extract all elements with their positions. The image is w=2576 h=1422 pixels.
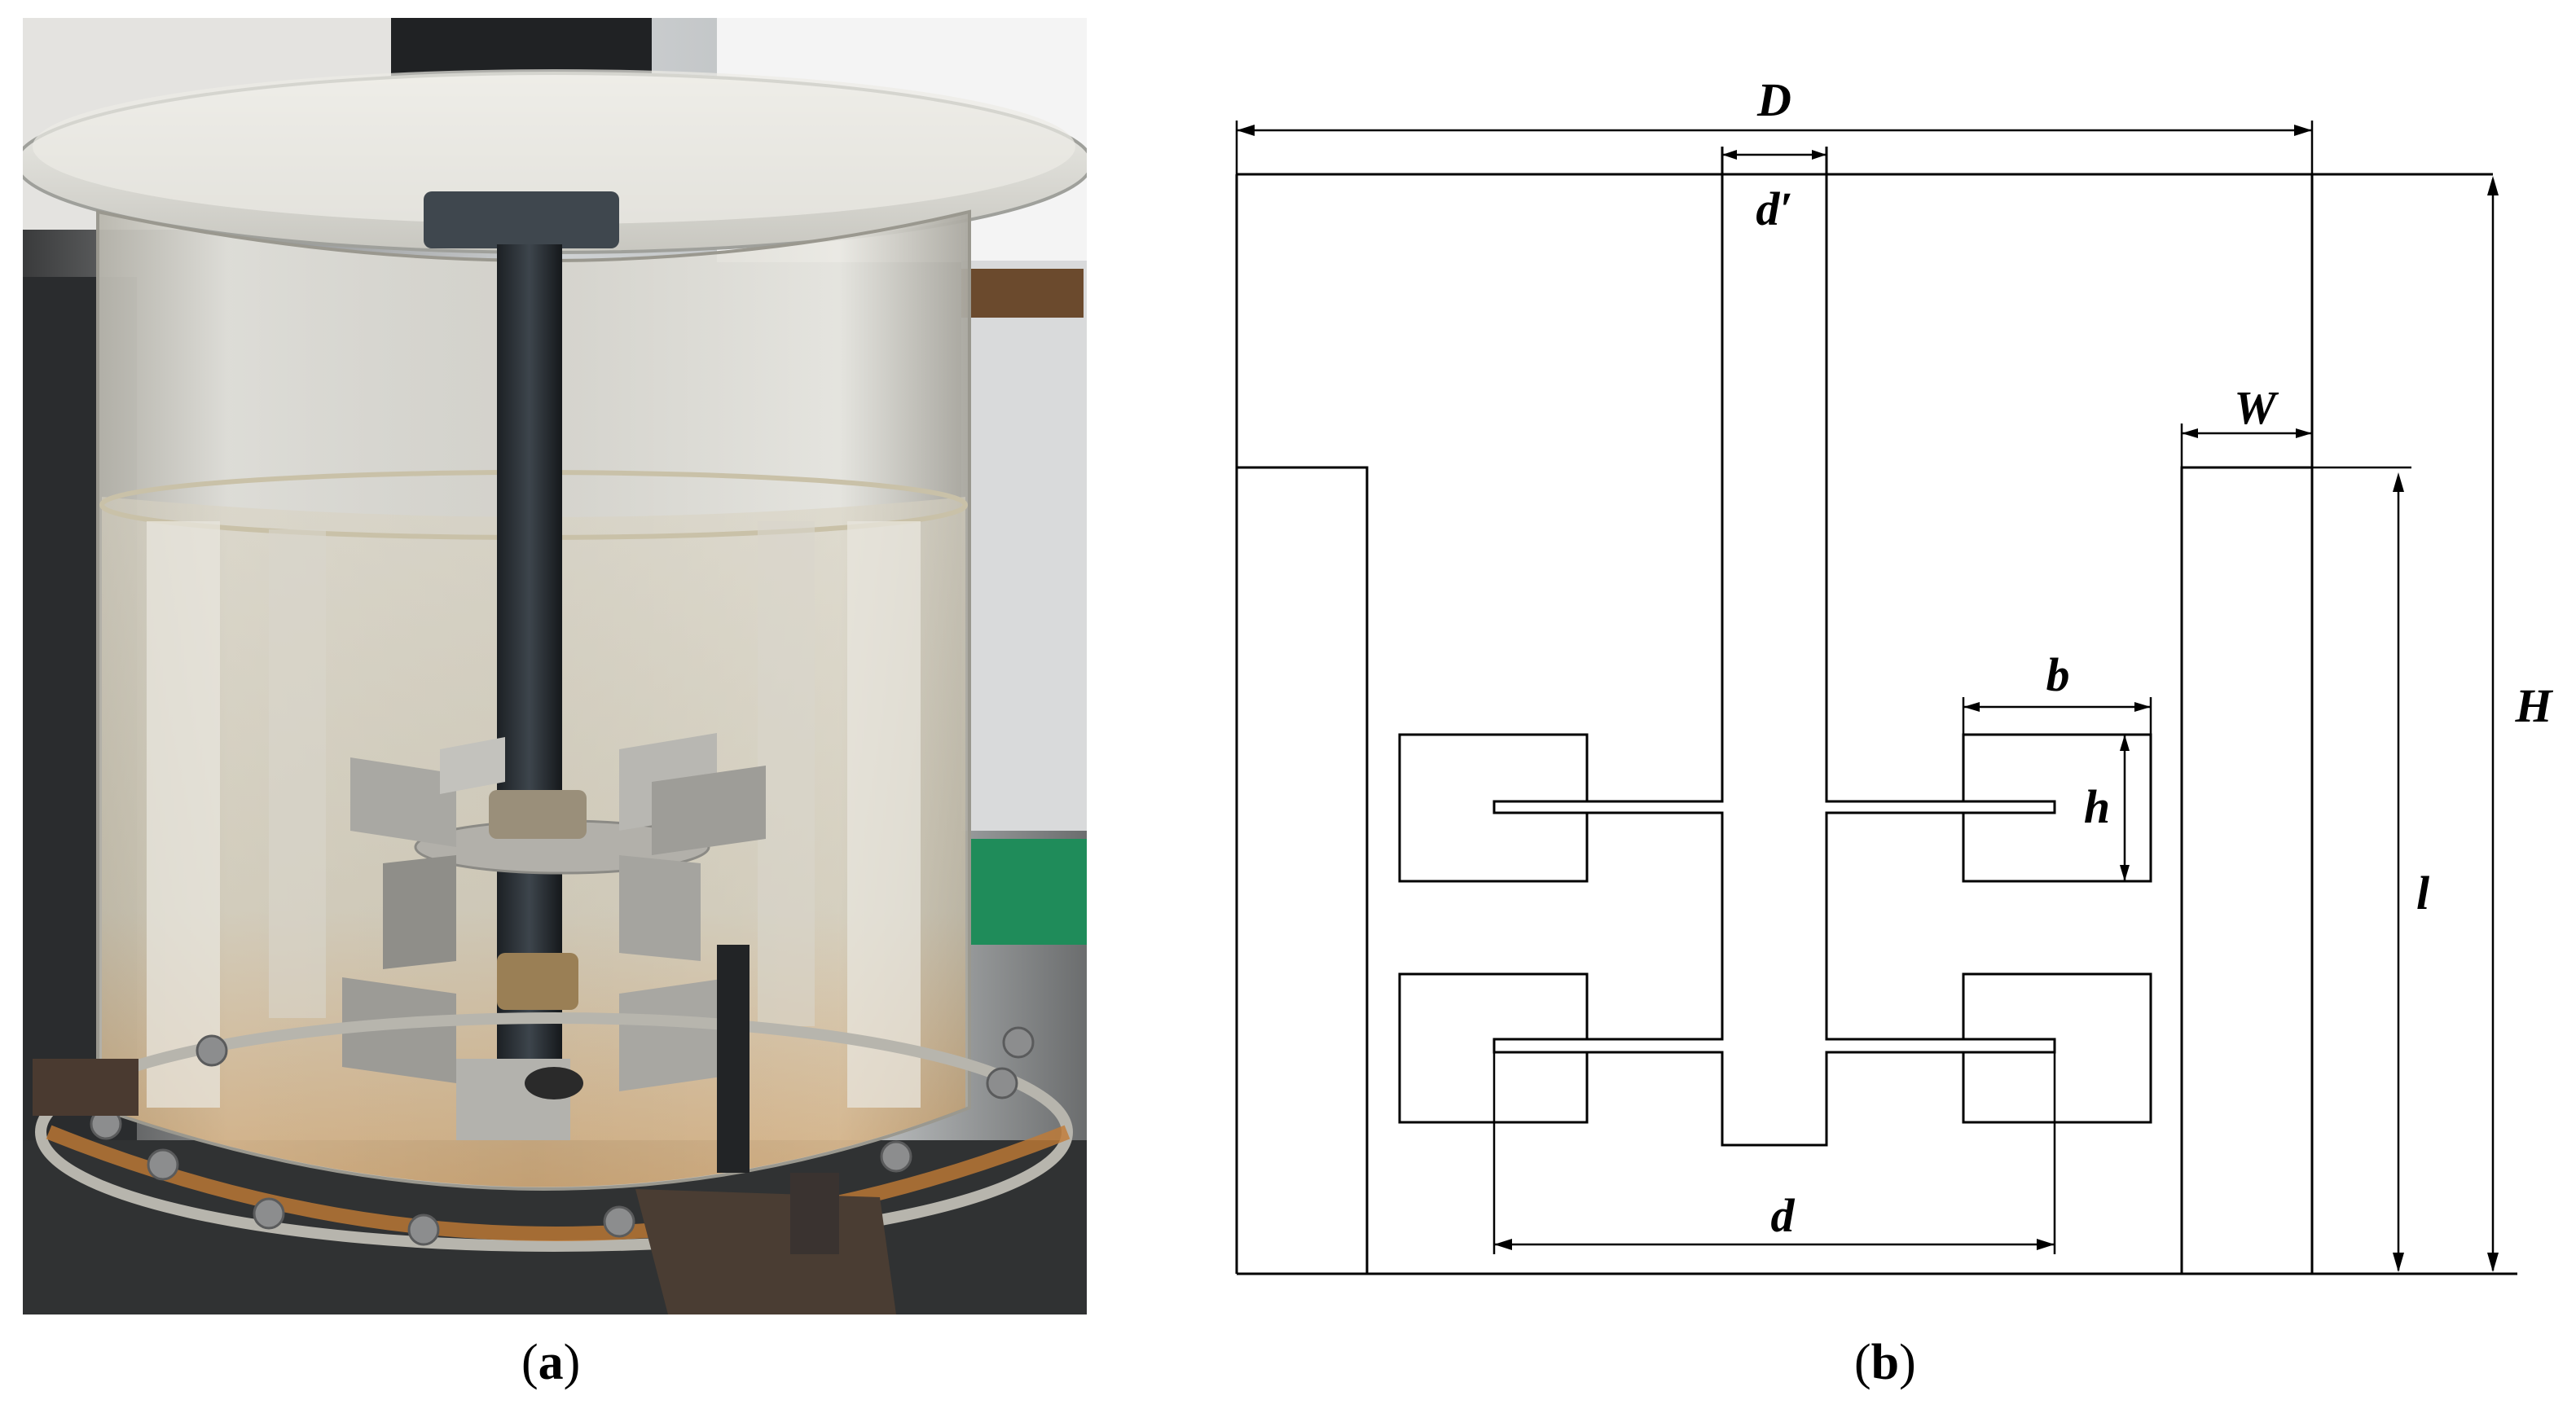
dimension-W xyxy=(2180,424,2314,467)
label-H: H xyxy=(2514,679,2553,732)
upper-right-blade xyxy=(1962,733,2152,883)
dimension-d-prime xyxy=(1722,150,1826,160)
lower-right-blade xyxy=(1962,972,2152,1124)
caption-a: (a) xyxy=(521,1335,581,1390)
dimension-D xyxy=(1235,121,2314,174)
impeller-shaft xyxy=(1492,147,2056,1147)
lower-left-blade xyxy=(1398,972,1589,1124)
dimension-d xyxy=(1492,1052,2056,1254)
label-h: h xyxy=(2084,780,2110,833)
dimension-h xyxy=(2120,735,2130,881)
left-baffle xyxy=(1237,466,1369,1274)
dimension-b xyxy=(1962,697,2152,735)
upper-left-blade xyxy=(1398,733,1589,883)
caption-b-letter: b xyxy=(1870,1335,1900,1390)
label-W: W xyxy=(2234,381,2279,434)
dimension-l xyxy=(2312,466,2411,1272)
label-d: d xyxy=(1771,1189,1796,1242)
label-l: l xyxy=(2416,867,2430,919)
caption-a-letter: a xyxy=(538,1335,564,1390)
dimension-H xyxy=(2487,176,2499,1272)
tank-outline xyxy=(1235,173,2517,1275)
caption-b: (b) xyxy=(1854,1335,1916,1390)
right-baffle xyxy=(2180,466,2312,1274)
label-b: b xyxy=(2046,648,2070,701)
label-D: D xyxy=(1756,73,1791,126)
label-d-prime: d′ xyxy=(1756,182,1792,235)
